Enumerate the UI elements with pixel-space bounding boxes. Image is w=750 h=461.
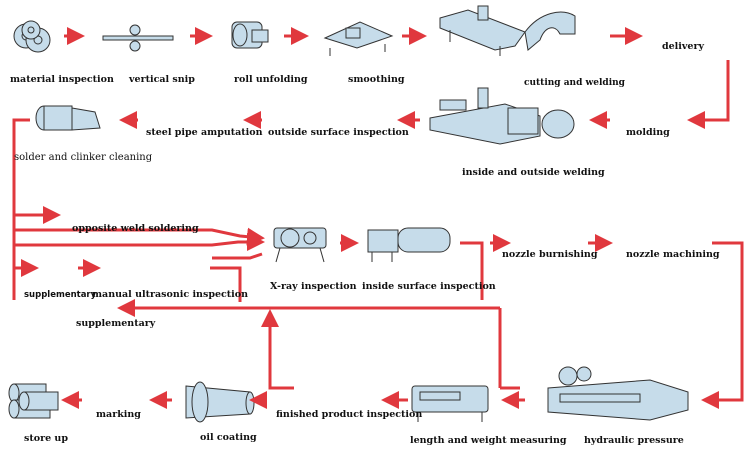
label-hydraulic-pressure: hydraulic pressure xyxy=(584,435,684,446)
spiral-welding-machine-icon xyxy=(429,87,575,145)
label-supplementary: supplementary xyxy=(76,318,156,329)
label-opposite-weld-soldering: opposite weld soldering xyxy=(72,223,199,234)
measuring-machine-icon xyxy=(411,385,489,422)
inspection-trolley-icon xyxy=(367,227,451,262)
label-solder-and-clinker-cleaning: solder and clinker cleaning xyxy=(14,152,153,163)
label-outside-surface-inspection: outside surface inspection xyxy=(268,127,409,138)
hydraulic-press-icon xyxy=(547,366,689,421)
label-cutting-and-welding: cutting and welding xyxy=(524,78,625,88)
label-marking: marking xyxy=(96,409,141,420)
label-oil-coating: oil coating xyxy=(200,432,257,443)
snip-rollers-icon xyxy=(102,24,174,52)
label-delivery: delivery xyxy=(662,41,704,52)
amputation-saw-icon xyxy=(35,105,101,131)
label-x-ray-inspection: X-ray inspection xyxy=(270,281,357,292)
cutting-welding-machine-icon xyxy=(439,5,576,56)
label-manual-ultrasonic-inspection: manual ultrasonic inspection xyxy=(92,289,249,300)
label-material-inspection: material inspection xyxy=(10,74,114,85)
label-roll-unfolding: roll unfolding xyxy=(234,74,308,85)
label-store-up: store up xyxy=(24,433,68,444)
oil-coating-pipe-icon xyxy=(185,381,255,423)
steel-coils-icon xyxy=(13,20,51,53)
label-molding: molding xyxy=(626,127,670,138)
label-nozzle-burnishing: nozzle burnishing xyxy=(502,249,598,260)
xray-machine-icon xyxy=(273,227,327,263)
label-steel-pipe-amputation: steel pipe amputation xyxy=(146,127,263,138)
label-inside-and-outside-welding: inside and outside welding xyxy=(462,167,605,178)
unfolding-machine-icon xyxy=(231,21,269,49)
smoothing-table-icon xyxy=(323,21,394,56)
label-length-and-weight-measuring: length and weight measuring xyxy=(410,435,567,446)
flow-arrows xyxy=(12,27,744,409)
stacked-pipes-icon xyxy=(8,383,59,419)
label-nozzle-machining: nozzle machining xyxy=(626,249,720,260)
label-vertical-snip: vertical snip xyxy=(129,74,195,85)
label-finished-product-inspection: finished product inspection xyxy=(276,409,423,420)
label-inside-surface-inspection: inside surface inspection xyxy=(362,281,496,292)
label-supplementary-small: supplementary xyxy=(24,290,97,300)
label-smoothing: smoothing xyxy=(348,74,405,85)
